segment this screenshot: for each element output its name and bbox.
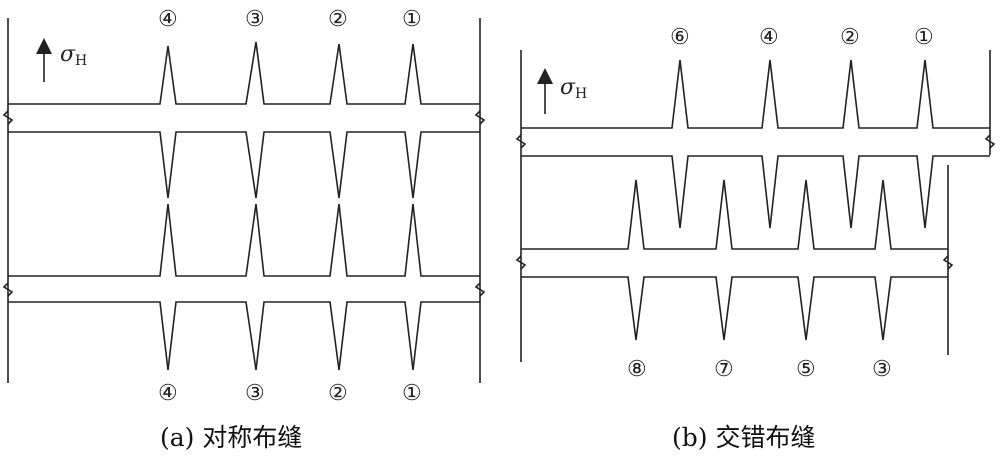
panel-a-stress-label: σH [60, 42, 87, 69]
panel-a-top-label-2: ② [328, 7, 348, 32]
panel-a-top-label-4: ④ [158, 7, 178, 32]
panel-a-upper-wellbore [2, 41, 486, 199]
panel-b-top-label-1: ① [914, 25, 934, 50]
panel-b-top-label-4: ④ [759, 25, 779, 50]
panel-a-bottom-label-1: ① [402, 381, 422, 406]
panel-b-bottom-label-7: ⑦ [714, 357, 734, 382]
panel-a-bottom-label-4: ④ [158, 381, 178, 406]
panel-a-symmetric: σH ④ ③ ② ① ④ ③ ② ① (a) 对称布缝 [2, 7, 486, 452]
panel-b-top-label-2: ② [840, 25, 860, 50]
panel-b-upper-wellbore [515, 59, 996, 229]
panel-b-bottom-label-3: ③ [872, 357, 892, 382]
panel-b-lower-wellbore [515, 179, 954, 341]
panel-a-top-label-3: ③ [245, 7, 265, 32]
panel-b-top-label-6: ⑥ [670, 25, 690, 50]
panel-b-caption: (b) 交错布缝 [672, 423, 815, 452]
panel-b-bottom-label-8: ⑧ [627, 357, 647, 382]
panel-a-lower-wellbore [2, 203, 486, 371]
panel-a-caption: (a) 对称布缝 [160, 423, 302, 452]
panel-a-top-label-1: ① [402, 7, 422, 32]
panel-b-staggered: σH ⑥ ④ ② ① ⑧ ⑦ ⑤ ③ (b) 交错布缝 [515, 25, 996, 452]
panel-a-bottom-label-3: ③ [245, 381, 265, 406]
panel-b-bottom-label-5: ⑤ [796, 357, 816, 382]
panel-a-bottom-label-2: ② [328, 381, 348, 406]
panel-b-stress-label: σH [560, 75, 587, 102]
